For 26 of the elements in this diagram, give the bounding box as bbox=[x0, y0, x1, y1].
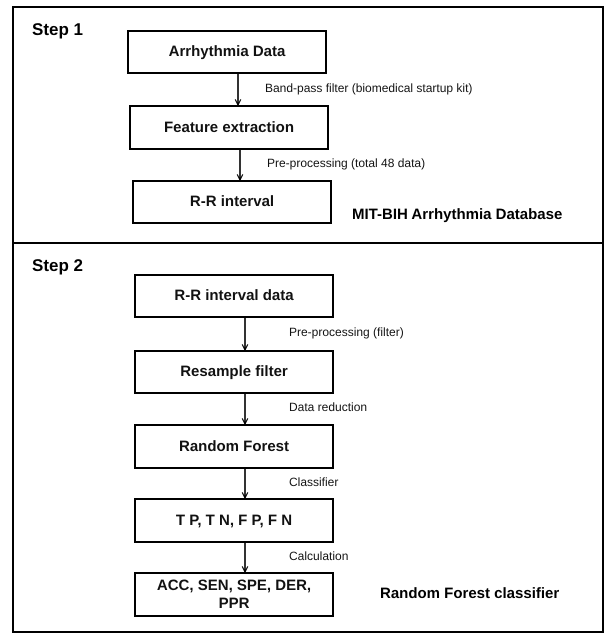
arrow bbox=[242, 469, 248, 499]
arrow bbox=[242, 394, 248, 425]
edge-label: Pre-processing (total 48 data) bbox=[266, 156, 426, 170]
process-box: R-R interval bbox=[132, 180, 332, 224]
edge-label: Data reduction bbox=[288, 400, 368, 414]
process-box: Resample filter bbox=[134, 350, 334, 394]
panel-caption: Random Forest classifier bbox=[380, 585, 560, 602]
process-box: Feature extraction bbox=[129, 105, 329, 150]
edge-label: Band-pass filter (biomedical startup kit) bbox=[264, 80, 474, 94]
step-panel bbox=[12, 242, 604, 633]
arrow bbox=[242, 543, 248, 573]
arrow bbox=[236, 150, 244, 181]
arrow bbox=[242, 318, 248, 351]
step-title: Step 2 bbox=[32, 256, 84, 276]
edge-label: Calculation bbox=[288, 548, 350, 562]
step-panel bbox=[12, 6, 604, 244]
edge-label: Pre-processing (filter) bbox=[288, 325, 405, 339]
arrow bbox=[234, 74, 242, 106]
process-box: Random Forest bbox=[134, 424, 334, 469]
panel-caption: MIT-BIH Arrhythmia Database bbox=[352, 206, 562, 223]
edge-label: Classifier bbox=[288, 474, 340, 488]
process-box: ACC, SEN, SPE, DER, PPR bbox=[134, 572, 334, 617]
process-box: T P, T N, F P, F N bbox=[134, 498, 334, 543]
process-box: Arrhythmia Data bbox=[127, 30, 327, 74]
process-box: R-R interval data bbox=[134, 274, 334, 318]
step-title: Step 1 bbox=[32, 20, 84, 40]
